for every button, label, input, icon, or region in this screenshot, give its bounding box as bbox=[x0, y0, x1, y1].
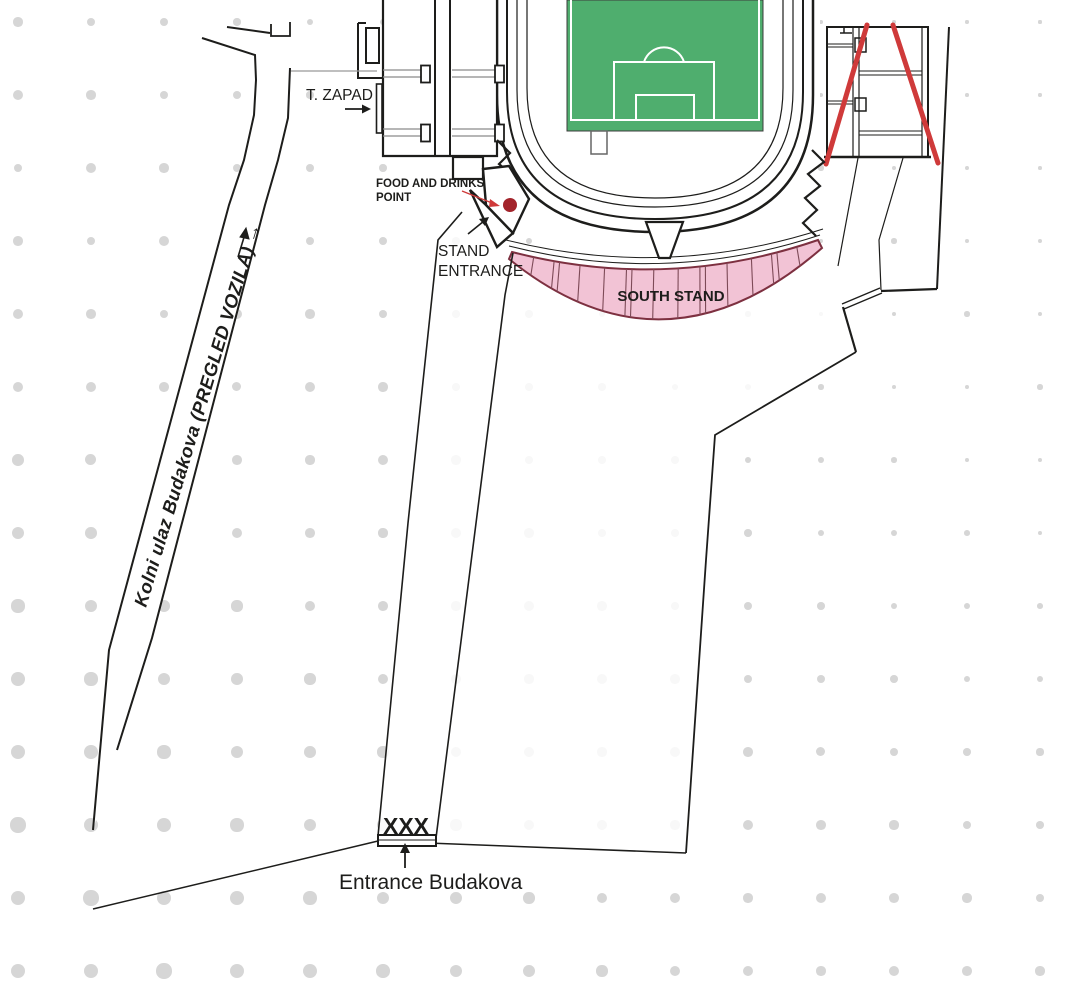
west-tribune-building bbox=[291, 0, 505, 181]
stand-entrance-arrow-shaft bbox=[467, 220, 485, 235]
south-fence-right bbox=[427, 842, 687, 854]
west-vomitory bbox=[451, 155, 485, 181]
pitch-steps bbox=[590, 130, 608, 155]
east-kiosk-lower bbox=[854, 97, 867, 112]
road-kolni-ulaz bbox=[92, 22, 291, 831]
entrance-arrow-head bbox=[400, 843, 410, 853]
food-point-label-line2: POINT bbox=[376, 192, 411, 204]
t-zapad-label: T. ZAPAD bbox=[306, 87, 373, 104]
southeast-zigzag-wall bbox=[801, 149, 826, 237]
vomitory-wedge bbox=[644, 220, 685, 260]
stand-entrance-arrow-head bbox=[479, 217, 489, 226]
walkway-edge-lower bbox=[508, 234, 821, 265]
pitch-boundary-line bbox=[570, 0, 760, 121]
road-name-label: Kolni ulaz Budakova (PREGLED VOZILA) → bbox=[130, 220, 265, 609]
east-boundary bbox=[936, 26, 950, 290]
access-path-left-edge bbox=[377, 211, 463, 837]
east-boundary-corner bbox=[880, 287, 938, 293]
entrance-budakova-label: Entrance Budakova bbox=[339, 871, 523, 894]
closed-cross-line-right bbox=[890, 22, 941, 166]
east-gate bbox=[841, 287, 883, 310]
west-gate-door bbox=[375, 83, 383, 134]
east-right-bay-floors bbox=[859, 70, 922, 136]
road-top-edge bbox=[226, 26, 271, 34]
west-building-hook-wall bbox=[357, 22, 383, 79]
access-path-right-edge bbox=[435, 252, 514, 839]
road-left-edge bbox=[92, 37, 258, 831]
perimeter-lines bbox=[92, 26, 950, 910]
closed-gate-marker-label: XXX bbox=[383, 813, 430, 839]
east-building-notch bbox=[840, 27, 852, 34]
food-drinks-point-marker bbox=[503, 198, 517, 212]
closed-area-cross bbox=[823, 22, 941, 167]
road-right-edge bbox=[116, 67, 291, 751]
track-outer-edge bbox=[516, 0, 794, 208]
west-building-inner-walls bbox=[434, 0, 451, 156]
closed-cross-line-left bbox=[823, 22, 870, 167]
stair-landings bbox=[420, 64, 505, 143]
east-walkway-lines bbox=[837, 157, 904, 291]
south-stand: SOUTH STAND bbox=[507, 238, 824, 321]
track-inner-edge bbox=[526, 0, 784, 199]
west-building-annex bbox=[365, 27, 380, 64]
west-building-outline bbox=[381, 0, 499, 158]
southeast-boundary bbox=[685, 351, 857, 854]
stand-entrance-label-line1: STAND bbox=[438, 243, 489, 260]
east-left-bay-floors bbox=[827, 43, 853, 105]
south-stand-block bbox=[507, 238, 824, 321]
southeast-wall bbox=[841, 306, 858, 353]
south-stand-label: SOUTH STAND bbox=[617, 288, 724, 305]
stadium-grounds bbox=[378, 200, 856, 853]
stair-ramps bbox=[383, 69, 495, 137]
pitch-grass bbox=[566, 0, 764, 132]
food-point-arrow-shaft bbox=[461, 190, 493, 204]
football-pitch bbox=[566, 0, 764, 155]
road-top-gate bbox=[270, 22, 291, 37]
t-zapad-pointer bbox=[345, 104, 371, 114]
stand-entrance-cluster bbox=[461, 164, 531, 249]
food-point-label-line1: FOOD AND DRINKS bbox=[376, 178, 485, 190]
penalty-arc-line bbox=[643, 46, 685, 63]
food-point-arrow-head bbox=[489, 199, 500, 207]
goal-area-line bbox=[635, 94, 695, 120]
bowl-inner-wall bbox=[506, 0, 804, 221]
penalty-area-line bbox=[613, 61, 715, 120]
budakova-entrance-gate bbox=[377, 834, 437, 868]
stand-entrance-label-line2: ENTRANCE bbox=[438, 263, 523, 280]
south-fence-left bbox=[92, 840, 379, 910]
t-zapad-arrow-head bbox=[362, 104, 371, 114]
road-direction-arrow-head bbox=[239, 226, 250, 240]
stand-section-dividers bbox=[530, 246, 801, 320]
